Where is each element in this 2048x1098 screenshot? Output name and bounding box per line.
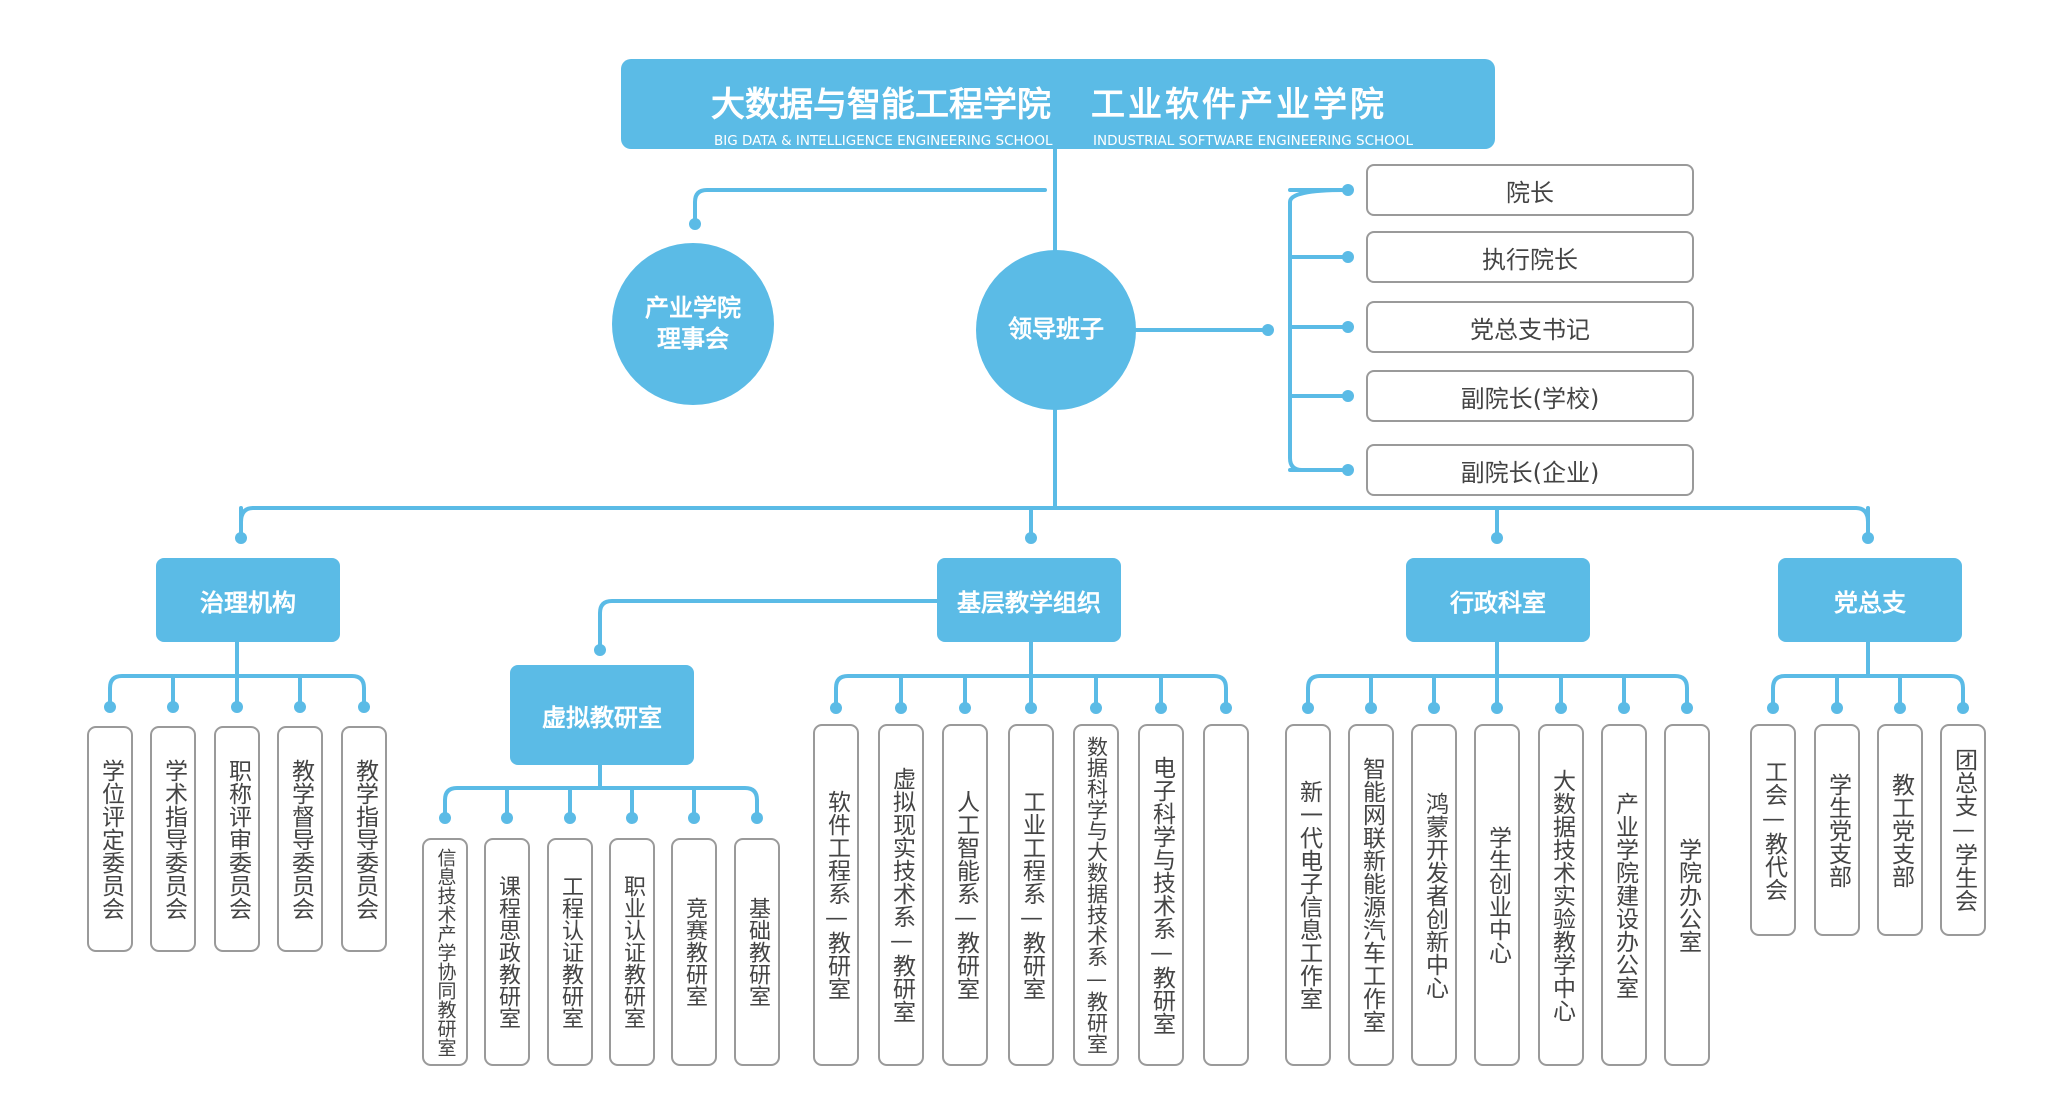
governance-leaf-box: 职称评审委员会 xyxy=(214,726,260,952)
virtual-leaf-dot xyxy=(439,812,451,824)
admin-leaf-dot xyxy=(1618,702,1630,714)
virtual-leaf-box: 课程思政教研室 xyxy=(484,838,530,1066)
leadership-role-box: 院长 xyxy=(1366,164,1694,216)
admin-leaf-dot xyxy=(1681,702,1693,714)
teaching-org-box: 基层教学组织 xyxy=(937,558,1121,642)
leadership-role-box: 党总支书记 xyxy=(1366,301,1694,353)
title-en-big-data: BIG DATA & INTELLIGENCE ENGINEERING SCHO… xyxy=(714,133,1053,149)
role-dot xyxy=(1342,321,1354,333)
governance-leaf-box: 教学督导委员会 xyxy=(277,726,323,952)
virtual-leaf-box: 信息技术产学协同教研室 xyxy=(422,838,468,1066)
admin-leaf-box: 大数据技术实验教学中心 xyxy=(1538,724,1584,1066)
teaching-leaf-dot xyxy=(1155,702,1167,714)
governance-leaf-box: 学术指导委员会 xyxy=(150,726,196,952)
virtual-leaf-box: 竞赛教研室 xyxy=(671,838,717,1066)
governance-box: 治理机构 xyxy=(156,558,340,642)
party-leaf-dot xyxy=(1831,702,1843,714)
virtual-leaf-dot xyxy=(626,812,638,824)
virtual-dot xyxy=(594,644,606,656)
governance-leaf-dot xyxy=(358,701,370,713)
council-dot xyxy=(689,218,701,230)
council-connector xyxy=(693,188,1047,222)
teaching-leaf-box: 数据科学与大数据技术系—教研室 xyxy=(1073,724,1119,1066)
teaching-leaf-dot xyxy=(1025,702,1037,714)
admin-leaf-box: 学院办公室 xyxy=(1664,724,1710,1066)
teaching-leaf-box xyxy=(1203,724,1249,1066)
admin-leaf-box: 鸿蒙开发者创新中心 xyxy=(1411,724,1457,1066)
teaching-leaf-box: 虚拟现实技术系—教研室 xyxy=(878,724,924,1066)
teaching-leaf-dot xyxy=(830,702,842,714)
teaching-leaf-box: 软件工程系—教研室 xyxy=(813,724,859,1066)
admin-drop-dot xyxy=(1491,532,1503,544)
admin-office-box: 行政科室 xyxy=(1406,558,1590,642)
party-leaf-dot xyxy=(1957,702,1969,714)
party-leaf-box: 教工党支部 xyxy=(1877,724,1923,936)
party-branch-box: 党总支 xyxy=(1778,558,1962,642)
party-drop-dot xyxy=(1862,532,1874,544)
party-leaf-dot xyxy=(1894,702,1906,714)
admin-leaf-dot xyxy=(1555,702,1567,714)
party-leaf-box: 工会—教代会 xyxy=(1750,724,1796,936)
role-dot xyxy=(1342,184,1354,196)
governance-leaf-dot xyxy=(167,701,179,713)
leadership-dot xyxy=(1262,324,1274,336)
party-leaf-box: 团总支—学生会 xyxy=(1940,724,1986,936)
role-dot xyxy=(1342,390,1354,402)
teaching-leaf-dot xyxy=(895,702,907,714)
governance-leaf-box: 学位评定委员会 xyxy=(87,726,133,952)
admin-leaf-dot xyxy=(1491,702,1503,714)
title-cn-industrial-software: 工业软件产业学院 xyxy=(1091,85,1387,125)
leadership-role-box: 副院长(企业) xyxy=(1366,444,1694,496)
party-leaf-dot xyxy=(1767,702,1779,714)
virtual-leaf-dot xyxy=(688,812,700,824)
admin-leaf-box: 新一代电子信息工作室 xyxy=(1285,724,1331,1066)
virtual-leaf-dot xyxy=(501,812,513,824)
teaching-leaf-box: 人工智能系—教研室 xyxy=(942,724,988,1066)
role-dot xyxy=(1342,251,1354,263)
admin-leaf-dot xyxy=(1428,702,1440,714)
virtual-teaching-box: 虚拟教研室 xyxy=(510,665,694,765)
virtual-connector xyxy=(598,599,939,647)
teaching-drop-dot xyxy=(1025,532,1037,544)
admin-leaf-box: 产业学院建设办公室 xyxy=(1601,724,1647,1066)
party-leaf-box: 学生党支部 xyxy=(1814,724,1860,936)
virtual-leaf-box: 工程认证教研室 xyxy=(547,838,593,1066)
virtual-leaf-box: 基础教研室 xyxy=(734,838,780,1066)
admin-leaf-box: 学生创业中心 xyxy=(1474,724,1520,1066)
virtual-leaf-dot xyxy=(751,812,763,824)
teaching-leaf-box: 工业工程系—教研室 xyxy=(1008,724,1054,1066)
leadership-circle: 领导班子 xyxy=(976,250,1136,410)
governance-leaf-dot xyxy=(231,701,243,713)
header-banner: 大数据与智能工程学院 工业软件产业学院 BIG DATA & INTELLIGE… xyxy=(621,59,1495,149)
governance-leaf-box: 教学指导委员会 xyxy=(341,726,387,952)
teaching-leaf-dot xyxy=(959,702,971,714)
teaching-leaf-dot xyxy=(1090,702,1102,714)
virtual-leaf-dot xyxy=(564,812,576,824)
teaching-leaf-dot xyxy=(1220,702,1232,714)
teaching-leaf-box: 电子科学与技术系—教研室 xyxy=(1138,724,1184,1066)
admin-leaf-dot xyxy=(1365,702,1377,714)
role-dot xyxy=(1342,464,1354,476)
admin-leaf-box: 智能网联新能源汽车工作室 xyxy=(1348,724,1394,1066)
governance-drop-dot xyxy=(235,532,247,544)
leadership-role-box: 执行院长 xyxy=(1366,231,1694,283)
party-bus xyxy=(1771,674,1965,710)
virtual-leaf-box: 职业认证教研室 xyxy=(609,838,655,1066)
title-en-industrial-software: INDUSTRIAL SOFTWARE ENGINEERING SCHOOL xyxy=(1093,133,1413,149)
virtual-bus xyxy=(443,786,759,820)
leadership-role-box: 副院长(学校) xyxy=(1366,370,1694,422)
title-cn-big-data: 大数据与智能工程学院 xyxy=(711,85,1051,125)
governance-leaf-dot xyxy=(104,701,116,713)
admin-leaf-dot xyxy=(1302,702,1314,714)
governance-leaf-dot xyxy=(294,701,306,713)
industry-council-circle: 产业学院 理事会 xyxy=(612,243,774,405)
